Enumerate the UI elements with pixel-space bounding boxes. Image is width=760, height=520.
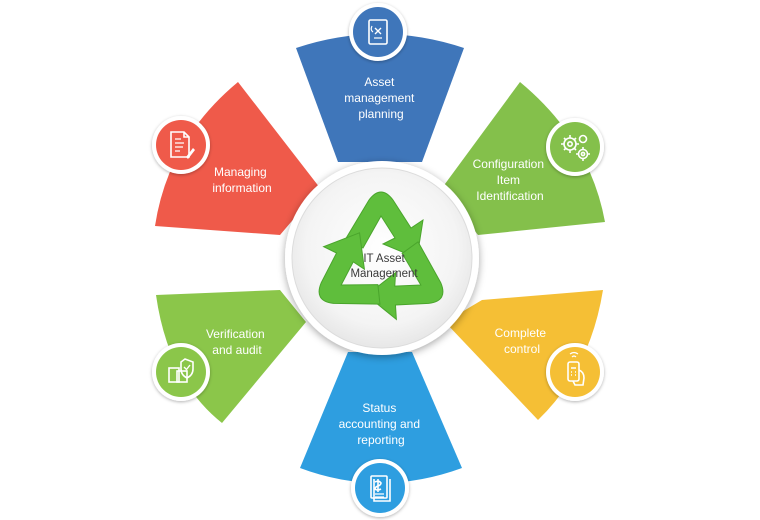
label-planning: Asset management planning bbox=[344, 75, 417, 121]
segment-configuration bbox=[442, 82, 605, 235]
label-verification: Verification and audit bbox=[206, 327, 268, 357]
recycle-arrow-left bbox=[318, 232, 381, 305]
label-configuration: Configuration Item Identification bbox=[473, 157, 548, 203]
segment-information bbox=[155, 82, 320, 235]
recycle-arrow-top bbox=[344, 191, 424, 259]
badge-control bbox=[546, 343, 604, 401]
segment-status bbox=[300, 352, 462, 483]
invoice-dollar-icon bbox=[370, 475, 391, 502]
document-pen-icon bbox=[368, 19, 388, 45]
label-information: Managing information bbox=[212, 165, 271, 195]
badge-status bbox=[351, 459, 409, 517]
label-control: Complete control bbox=[495, 326, 550, 356]
center-title-line1: IT Asset bbox=[363, 253, 405, 265]
badge-information bbox=[152, 116, 210, 174]
badge-configuration bbox=[546, 118, 604, 176]
remote-hand-icon bbox=[567, 351, 585, 386]
badge-verification bbox=[152, 343, 210, 401]
audit-check-icon bbox=[168, 358, 194, 383]
gears-icon bbox=[561, 134, 590, 161]
badge-planning bbox=[349, 3, 407, 61]
center-title-line2: Management bbox=[350, 268, 418, 280]
label-status: Status accounting and reporting bbox=[339, 401, 424, 447]
recycle-arrow-right bbox=[365, 241, 444, 321]
segments bbox=[155, 34, 605, 483]
segment-planning bbox=[296, 34, 464, 162]
report-edit-icon bbox=[170, 131, 195, 159]
segment-labels: Asset management planning Configuration … bbox=[206, 75, 550, 447]
recycle-icon bbox=[318, 191, 444, 321]
